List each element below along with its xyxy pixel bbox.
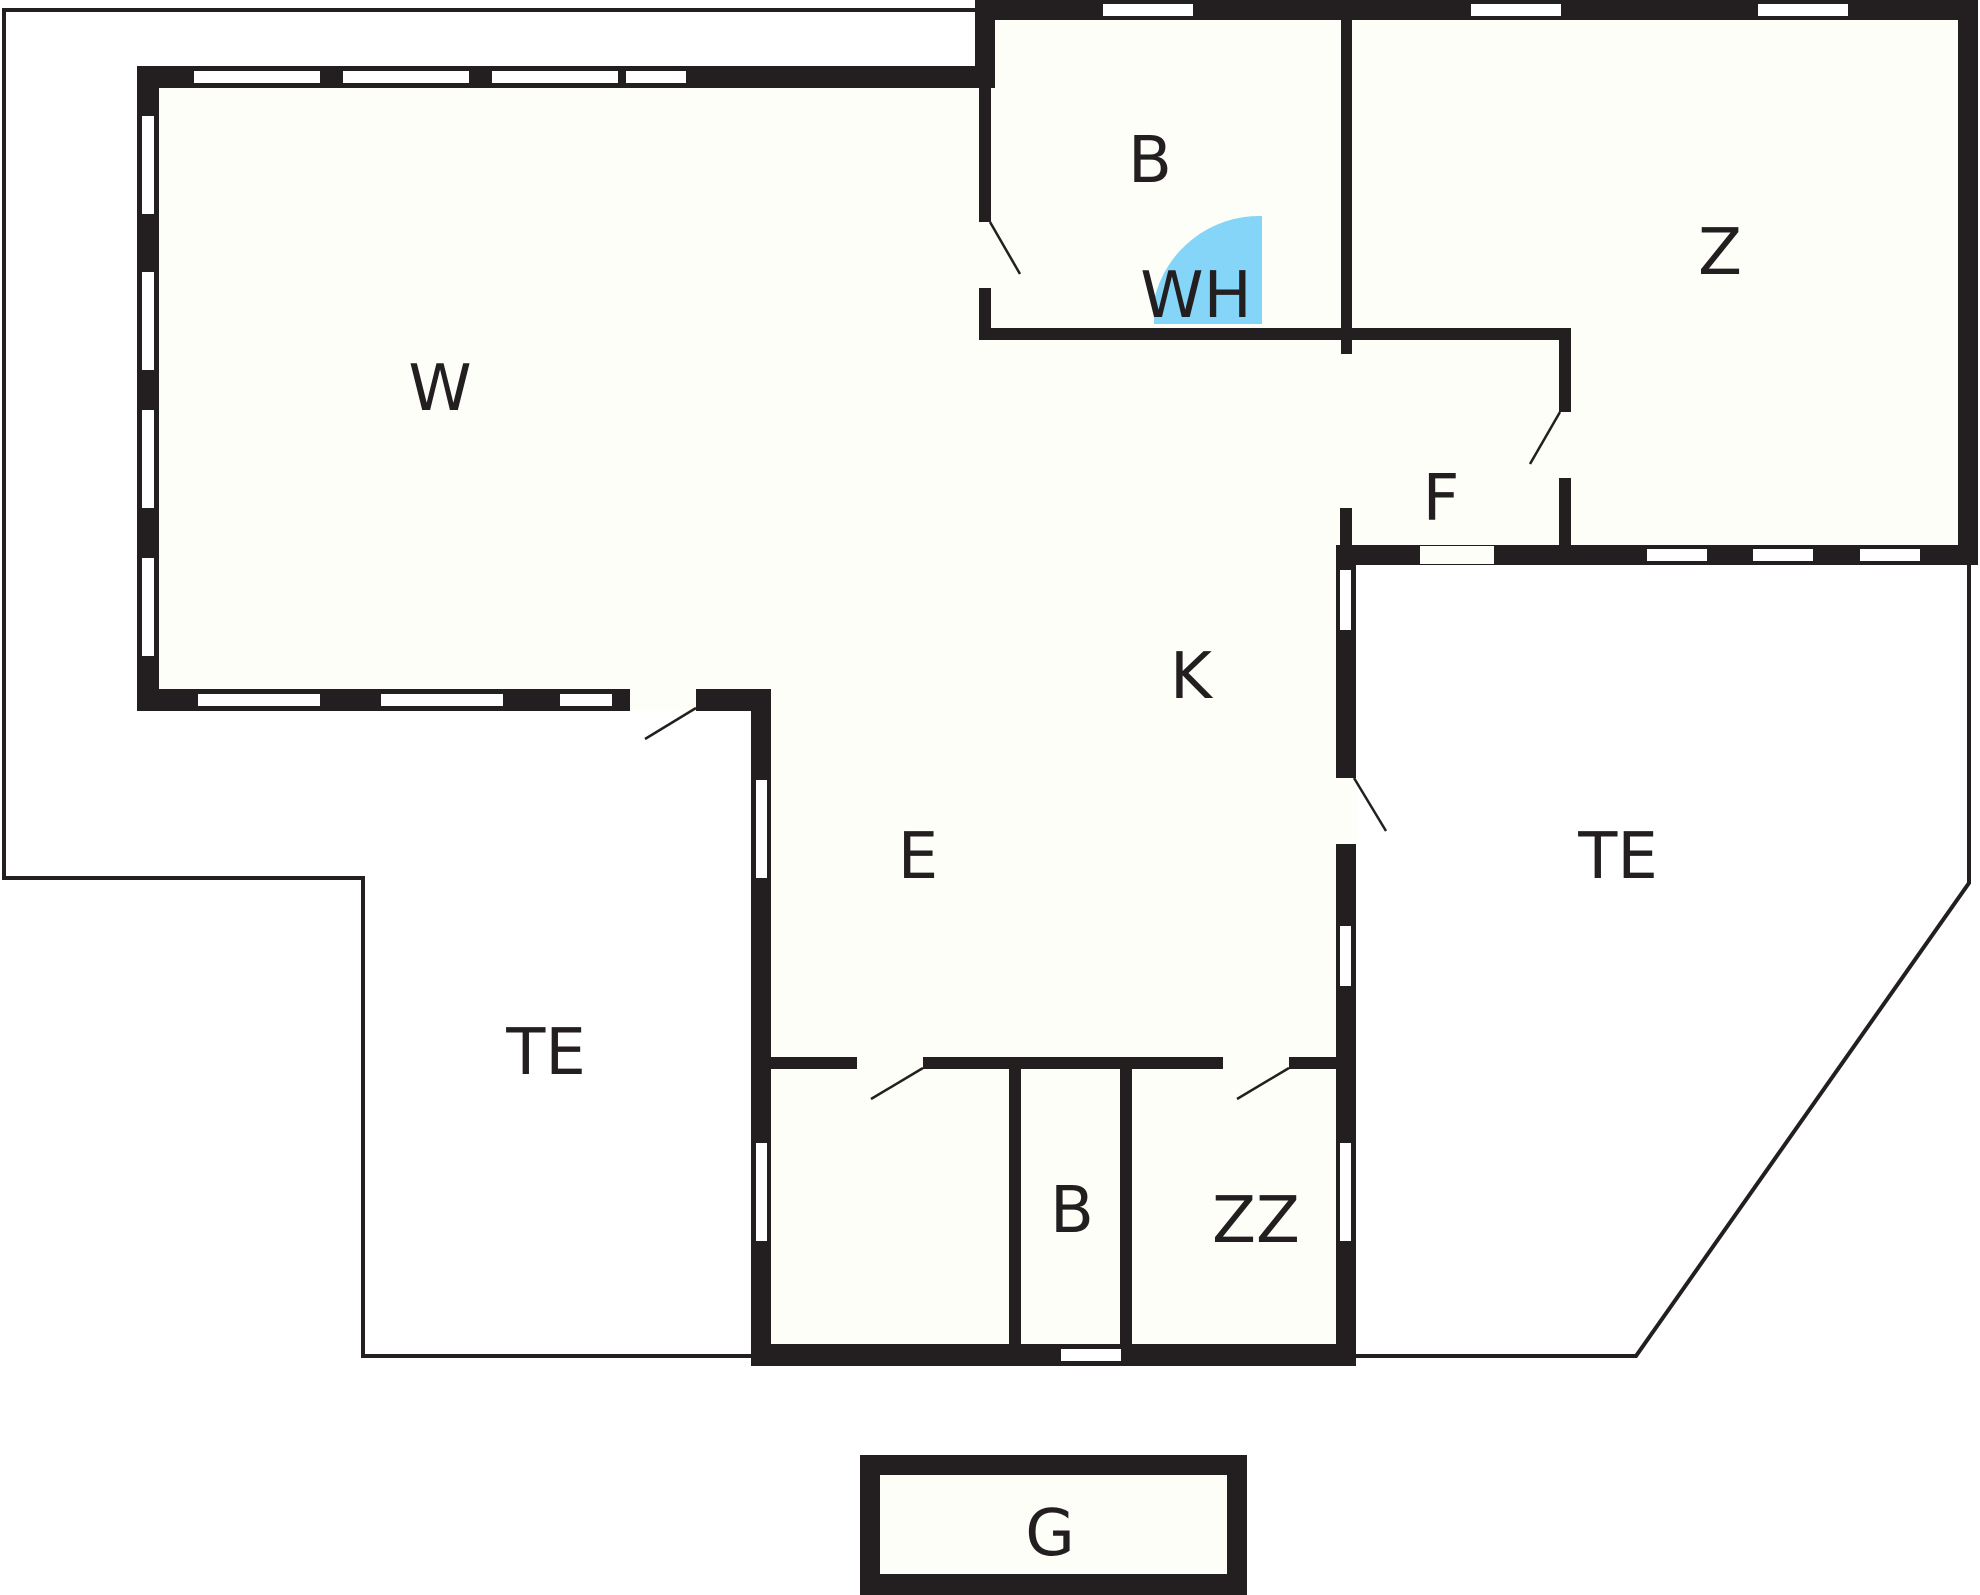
room-labels: W B WH Z F K E TE TE B ZZ G bbox=[408, 124, 1742, 1571]
label-z: Z bbox=[1698, 216, 1742, 290]
label-b-bottom: B bbox=[1050, 1174, 1094, 1248]
window-b-top bbox=[1103, 4, 1193, 16]
window-b-bottom bbox=[1061, 1349, 1121, 1361]
window-z-bottom-2 bbox=[1753, 549, 1813, 561]
label-b-top: B bbox=[1128, 124, 1172, 198]
window-z-bottom-3 bbox=[1860, 549, 1920, 561]
label-zz: ZZ bbox=[1212, 1184, 1300, 1258]
door-swing-icon bbox=[988, 221, 1022, 275]
window-w-top-2 bbox=[343, 71, 469, 83]
label-te-east: TE bbox=[1577, 820, 1658, 894]
window-w-left-2 bbox=[142, 272, 154, 370]
window-z-top-2 bbox=[1758, 4, 1848, 16]
window-w-bottom-2 bbox=[381, 694, 503, 706]
label-w: W bbox=[408, 352, 471, 426]
water-heater-icon bbox=[1154, 215, 1262, 324]
terrace-east-outline bbox=[1344, 554, 1971, 1358]
window-w-left-1 bbox=[142, 116, 154, 214]
window-z-top-1 bbox=[1471, 4, 1561, 16]
label-f: F bbox=[1423, 462, 1460, 536]
windows bbox=[142, 4, 1920, 1361]
door-swing-icon bbox=[1528, 411, 1562, 465]
window-w-top-3 bbox=[492, 71, 618, 83]
window-zz-east bbox=[1340, 1143, 1351, 1241]
window-w-bottom-1 bbox=[198, 694, 320, 706]
window-k-east-1 bbox=[1340, 570, 1351, 630]
interior-walls bbox=[760, 12, 1571, 1352]
window-z-bottom-1 bbox=[1647, 549, 1707, 561]
label-te-west: TE bbox=[505, 1016, 586, 1090]
window-w-left-4 bbox=[142, 558, 154, 656]
window-w-top-1 bbox=[194, 71, 320, 83]
window-e-west bbox=[756, 780, 767, 878]
garage-floor bbox=[880, 1475, 1227, 1574]
door-swing-icon bbox=[870, 1066, 924, 1101]
window-sub-west bbox=[756, 1143, 767, 1241]
doors bbox=[630, 221, 1572, 1101]
window-k-east-2 bbox=[1340, 926, 1351, 986]
label-k: K bbox=[1170, 640, 1214, 714]
label-e: E bbox=[898, 820, 938, 894]
label-g: G bbox=[1025, 1497, 1075, 1571]
window-w-bottom-3 bbox=[560, 694, 612, 706]
window-w-top-4 bbox=[626, 71, 686, 83]
window-w-left-3 bbox=[142, 410, 154, 508]
main-floor-fill bbox=[145, 10, 1969, 1356]
door-swing-icon bbox=[1352, 777, 1388, 832]
door-swing-icon bbox=[1236, 1066, 1290, 1101]
label-wh: WH bbox=[1140, 259, 1251, 333]
door-swing-icon bbox=[644, 706, 697, 741]
